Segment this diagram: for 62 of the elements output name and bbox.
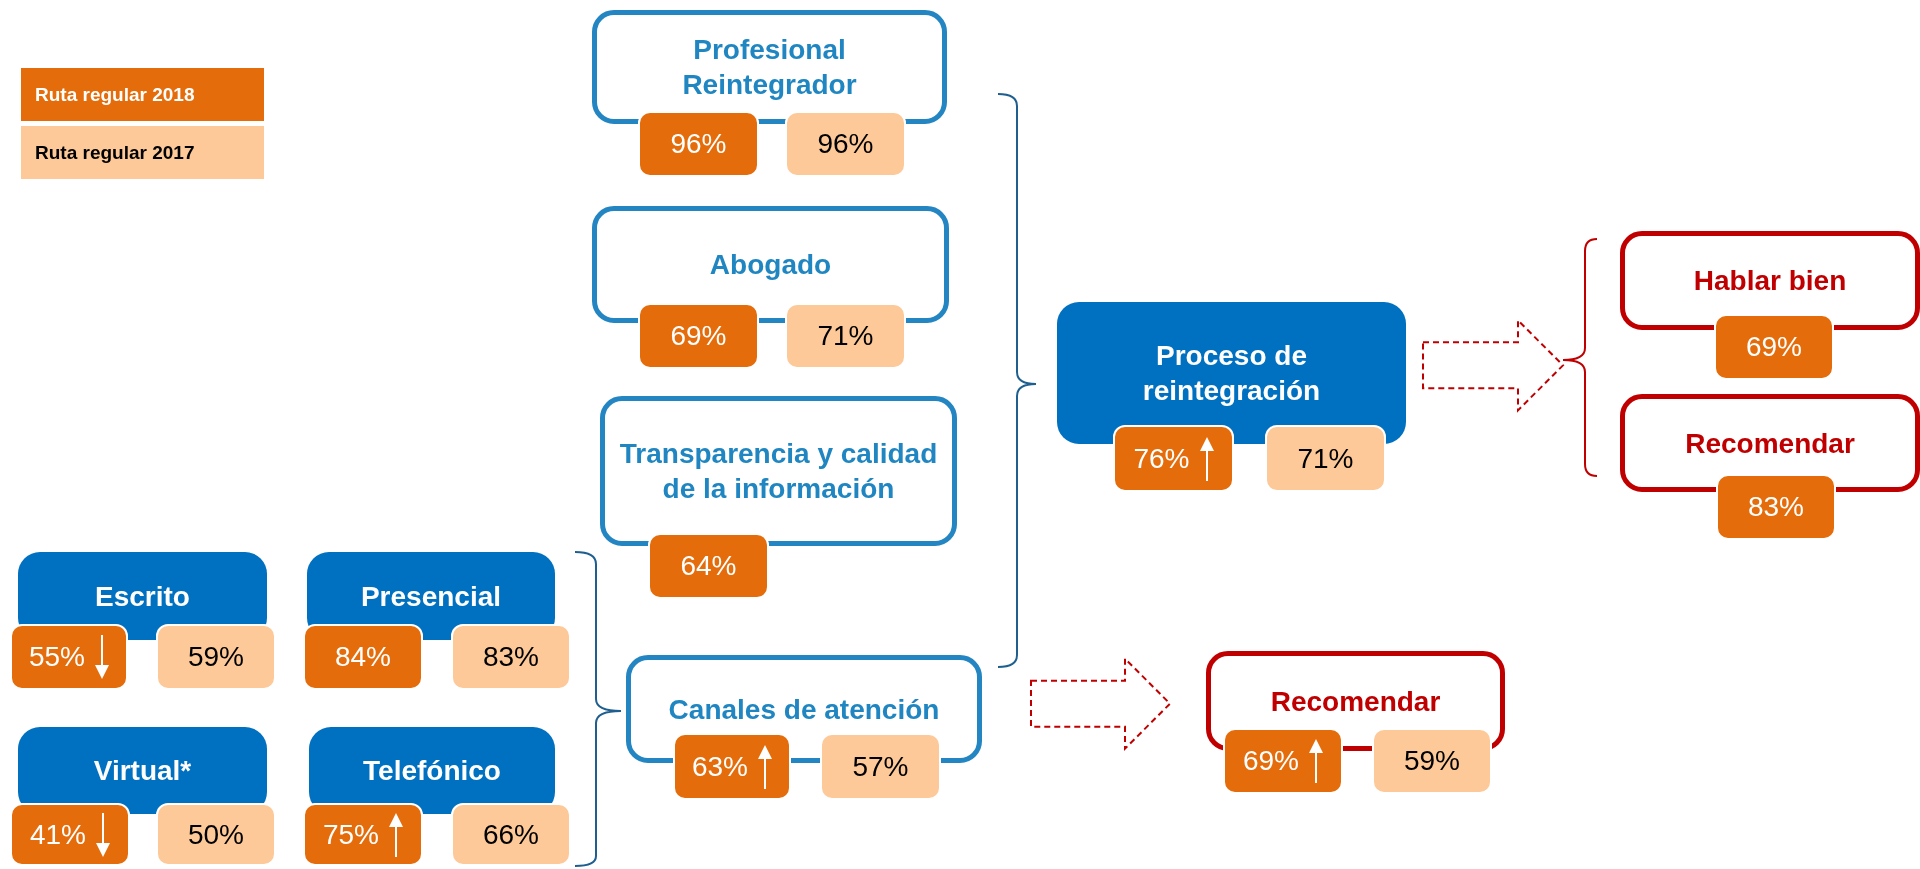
percentage-value: 83% xyxy=(482,641,539,673)
box-title: Proceso de reintegración xyxy=(1141,339,1322,408)
percentage-value: 69% xyxy=(670,320,727,352)
percentage-value: 63% xyxy=(691,750,748,783)
box-title: Profesional Reintegrador xyxy=(681,33,858,102)
box-title: Hablar bien xyxy=(1692,264,1848,298)
percentage-badge xyxy=(303,803,423,866)
percentage-value: 59% xyxy=(1403,745,1460,777)
percentage-badge xyxy=(1716,474,1836,540)
box-title: Abogado xyxy=(708,248,833,282)
percentage-value: 96% xyxy=(670,128,727,160)
percentage-badge xyxy=(785,111,906,177)
box-title: Recomendar xyxy=(1684,426,1856,461)
percentage-badge xyxy=(303,624,423,690)
percentage-badge xyxy=(1372,728,1492,794)
legend-label: Ruta regular 2017 xyxy=(35,141,195,164)
outline-box xyxy=(600,396,957,546)
block-arrow xyxy=(1030,656,1172,752)
percentage-badge xyxy=(785,303,906,369)
percentage-value: 50% xyxy=(187,818,244,851)
percentage-badge xyxy=(156,803,276,866)
percentage-badge xyxy=(451,624,571,690)
percentage-badge xyxy=(1265,425,1386,492)
outline-box xyxy=(1620,394,1920,492)
percentage-badge xyxy=(10,803,130,866)
percentage-badge xyxy=(10,624,128,690)
percentage-value: 64% xyxy=(680,550,737,582)
percentage-value: 96% xyxy=(817,128,874,160)
percentage-value: 69% xyxy=(1242,745,1299,777)
percentage-value: 55% xyxy=(28,641,85,673)
percentage-value: 59% xyxy=(187,641,244,673)
percentage-value: 71% xyxy=(1297,442,1354,475)
percentage-value: 84% xyxy=(334,641,391,673)
percentage-value: 57% xyxy=(852,750,909,783)
percentage-badge xyxy=(156,624,276,690)
percentage-badge xyxy=(673,733,791,800)
percentage-value: 41% xyxy=(29,818,86,851)
percentage-value: 76% xyxy=(1133,442,1190,475)
outline-box xyxy=(1620,231,1920,330)
percentage-badge xyxy=(638,111,759,177)
filled-box xyxy=(1057,302,1406,444)
percentage-badge xyxy=(451,803,571,866)
box-title: Presencial xyxy=(359,579,503,614)
box-title: Virtual* xyxy=(92,754,193,788)
box-title: Transparencia y calidad de la información xyxy=(618,437,939,506)
legend-label: Ruta regular 2018 xyxy=(35,83,195,106)
box-title: Escrito xyxy=(94,579,191,614)
percentage-badge xyxy=(820,733,941,800)
box-title: Canales de atención xyxy=(667,692,941,727)
percentage-value: 83% xyxy=(1747,491,1804,523)
percentage-value: 71% xyxy=(817,320,874,352)
percentage-value: 66% xyxy=(482,818,539,851)
percentage-badge xyxy=(1113,425,1234,492)
percentage-value: 69% xyxy=(1745,331,1802,363)
outline-box xyxy=(592,10,947,124)
percentage-badge xyxy=(1223,728,1343,794)
percentage-badge xyxy=(1714,314,1834,380)
percentage-badge xyxy=(648,533,769,599)
percentage-value: 75% xyxy=(322,818,379,851)
box-title: Recomendar xyxy=(1269,684,1442,719)
box-title: Telefónico xyxy=(362,754,502,788)
percentage-badge xyxy=(638,303,759,369)
